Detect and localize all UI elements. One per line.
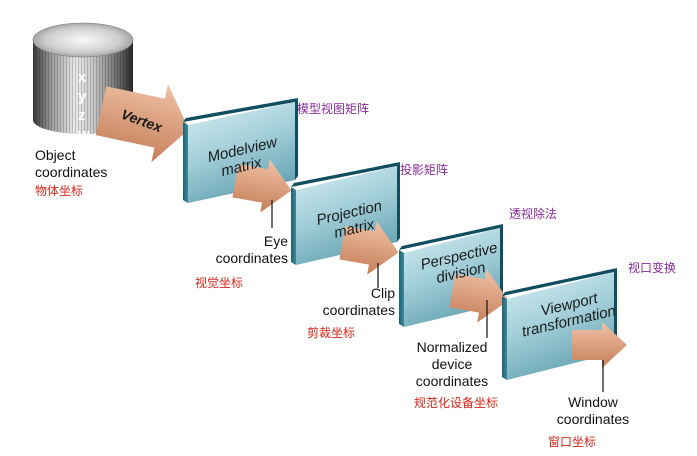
vertex-component-x: x — [78, 69, 87, 86]
object-coordinates-line-1: Object — [35, 147, 76, 163]
stage-perspective: Perspective division — [399, 224, 509, 327]
object-coordinates-label: Object coordinates — [35, 147, 107, 181]
eye-coordinates-line-1: Eye — [263, 233, 288, 249]
vertex-component-z: z — [78, 107, 86, 124]
ndc-line-3: coordinates — [415, 373, 489, 389]
projection-cn: 投影矩阵 — [400, 163, 449, 177]
eye-coordinates-label: Eye coordinates — [192, 233, 288, 267]
window-coordinates-line-2: coordinates — [556, 411, 630, 427]
leader-lines — [271, 200, 604, 392]
object-coordinates-cn: 物体坐标 — [35, 184, 84, 198]
ndc-line-1: Normalized — [416, 339, 488, 355]
ndc-cn: 规范化设备坐标 — [414, 396, 499, 410]
stage-viewport: Viewport transformation — [502, 268, 627, 380]
vertex-component-y: y — [78, 88, 87, 105]
viewport-cn: 视口变换 — [628, 261, 677, 275]
stage-modelview: Modelview matrix — [183, 98, 298, 213]
vertex-component-w: w — [77, 126, 90, 143]
vertex-arrow: Vertex — [95, 83, 190, 163]
vertex-components: x y z w — [77, 69, 90, 143]
window-coordinates-line-1: Window — [568, 394, 618, 410]
eye-coordinates-cn: 视觉坐标 — [195, 276, 244, 290]
ndc-label: Normalized device coordinates — [402, 339, 502, 390]
clip-coordinates-line-1: Clip — [370, 285, 395, 301]
modelview-cn: 模型视图矩阵 — [297, 102, 370, 116]
perspective-cn: 透视除法 — [509, 207, 558, 221]
clip-coordinates-label: Clip coordinates — [305, 285, 395, 319]
eye-coordinates-line-2: coordinates — [215, 250, 288, 266]
window-coordinates-label: Window coordinates — [538, 394, 648, 428]
clip-coordinates-cn: 剪裁坐标 — [307, 326, 356, 340]
window-coordinates-cn: 窗口坐标 — [548, 435, 597, 449]
clip-coordinates-line-2: coordinates — [322, 302, 395, 318]
stage-projection: Projection matrix — [291, 162, 400, 275]
ndc-line-2: device — [431, 356, 473, 372]
object-coordinates-line-2: coordinates — [35, 164, 108, 180]
